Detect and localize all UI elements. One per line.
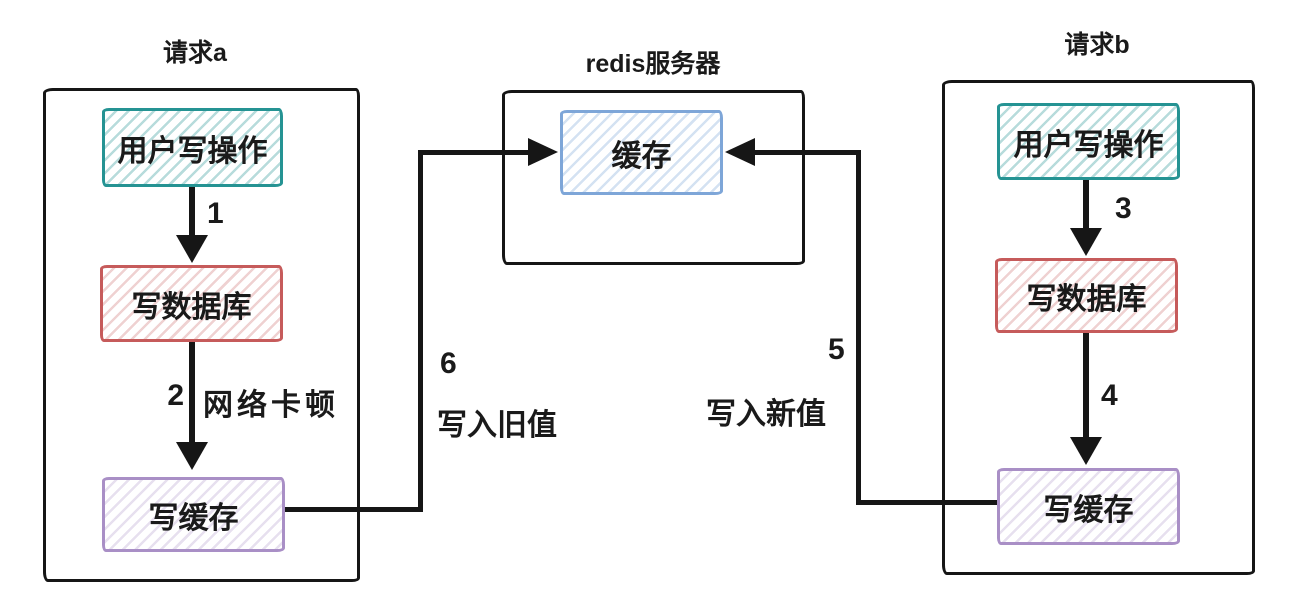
request-b-title: 请求b [1064,31,1130,59]
connector-step-6-bottom-segment [285,507,423,512]
connector-step-5-bottom-segment [858,500,997,505]
step-6-label: 6 [440,347,457,380]
step-1-label: 1 [207,197,224,230]
connector-step-6-top-segment [418,150,530,155]
node-cache-label: 缓存 [611,139,672,173]
step-3-label: 3 [1115,192,1132,225]
arrow-step-3-arrowhead-icon [1070,228,1102,256]
step-2-note: 网络卡顿 [203,389,339,422]
node-write-db-a: 写数据库 [100,265,283,342]
node-user-write-b: 用户写操作 [997,103,1180,180]
request-a-container [43,88,360,582]
redis-server-title: redis服务器 [585,50,721,78]
connector-step-5-vertical-segment [856,150,861,505]
node-user-write-a-label: 用户写操作 [117,134,268,168]
arrow-step-2-line [189,342,195,444]
connector-step-6-vertical-segment [418,150,423,512]
node-write-cache-a: 写缓存 [102,477,285,552]
node-cache: 缓存 [560,110,723,195]
step-2-label: 2 [167,379,184,412]
step-6-note: 写入旧值 [437,409,557,442]
arrow-step-4-arrowhead-icon [1070,437,1102,465]
step-5-label: 5 [828,333,845,366]
connector-step-5-arrowhead-icon [725,138,755,166]
node-write-db-b: 写数据库 [995,258,1178,333]
redis-server-container [502,90,805,265]
step-4-label: 4 [1101,379,1118,412]
node-write-cache-b-label: 写缓存 [1043,493,1134,527]
node-write-db-a-label: 写数据库 [131,290,252,324]
arrow-step-1-line [189,187,195,237]
arrow-step-1-arrowhead-icon [176,235,208,263]
node-write-cache-b: 写缓存 [997,468,1180,545]
node-user-write-b-label: 用户写操作 [1013,128,1164,162]
node-write-cache-a-label: 写缓存 [148,501,239,535]
request-b-container [942,80,1255,575]
step-5-note: 写入新值 [706,398,826,431]
connector-step-6-arrowhead-icon [528,138,558,166]
node-user-write-a: 用户写操作 [102,108,283,187]
request-a-title: 请求a [163,39,227,67]
node-write-db-b-label: 写数据库 [1026,282,1147,316]
arrow-step-3-line [1083,180,1089,230]
connector-step-5-top-segment [753,150,861,155]
arrow-step-4-line [1083,333,1089,439]
arrow-step-2-arrowhead-icon [176,442,208,470]
